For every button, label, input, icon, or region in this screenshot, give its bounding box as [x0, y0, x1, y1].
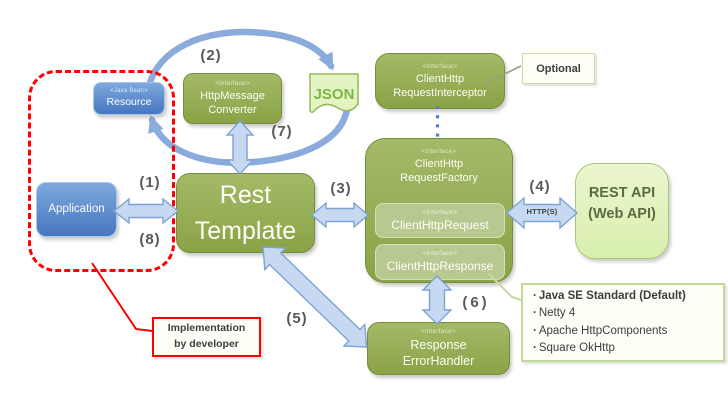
rest-api-node: REST API (Web API) — [575, 163, 669, 259]
factory-line2: RequestFactory — [400, 172, 478, 185]
step-label-3: (3) — [330, 180, 352, 197]
step-label-6: (6) — [462, 294, 490, 311]
bullet-icon: · — [533, 324, 537, 337]
developer-note-line2: by developer — [174, 338, 239, 350]
bullet-icon: · — [533, 341, 537, 354]
implementation-item: ·Apache HttpComponents — [533, 324, 668, 337]
implementation-item: ·Java SE Standard (Default) — [533, 290, 686, 302]
response-error-handler-node: <interface> Response ErrorHandler — [367, 322, 510, 375]
converter-line1: HttpMessage — [200, 90, 265, 103]
client-http-response-node: <interface> ClientHttpResponse — [375, 244, 505, 280]
rest-template-line2: Template — [194, 217, 297, 245]
implementation-item: ·Square OkHttp — [533, 341, 615, 354]
step-label-4: (4) — [529, 178, 551, 195]
client-http-request-factory-node: <interface> ClientHttp RequestFactory <i… — [365, 138, 513, 283]
json-label: JSON — [314, 86, 355, 103]
https-label: HTTP(S) — [526, 207, 558, 216]
arrow-converter-resttemplate — [225, 119, 255, 176]
converter-line2: Converter — [208, 104, 257, 117]
rest-api-line1: REST API — [588, 184, 656, 201]
resource-stereotype: <Java Bean> — [110, 88, 148, 95]
factory-line1: ClientHttp — [414, 157, 464, 170]
interceptor-line1: ClientHttp — [415, 72, 465, 85]
interceptor-line2: RequestInterceptor — [393, 86, 487, 99]
developer-note-connector-line — [91, 262, 153, 332]
client-request-stereotype: <interface> — [422, 208, 458, 216]
http-message-converter-node: <interface> HttpMessage Converter — [183, 73, 282, 124]
arrow-resttemplate-errorhandler — [262, 246, 368, 348]
client-http-request-interceptor-node: <interface> ClientHttp RequestIntercepto… — [375, 53, 505, 109]
converter-stereotype: <interface> — [215, 80, 250, 88]
developer-note-box: Implementation by developer — [152, 317, 261, 357]
optional-callout: Optional — [522, 53, 595, 84]
implementation-item: ·Netty 4 — [533, 307, 576, 320]
developer-note-line1: Implementation — [167, 322, 246, 335]
factory-stereotype: <interface> — [421, 148, 457, 155]
error-handler-line2: ErrorHandler — [402, 354, 475, 369]
optional-label: Optional — [536, 62, 581, 75]
rest-api-line2: (Web API) — [588, 206, 656, 222]
step-label-8: (8) — [139, 231, 161, 248]
resource-label: Resource — [106, 96, 152, 109]
error-handler-line1: Response — [410, 338, 467, 353]
rest-template-line1: Rest — [219, 180, 272, 209]
bullet-icon: · — [533, 307, 537, 320]
factory-implementations-list: ·Java SE Standard (Default) ·Netty 4 ·Ap… — [521, 283, 725, 362]
step-label-2: (2) — [200, 47, 222, 64]
resource-node: <Java Bean> Resource — [93, 82, 165, 115]
step-label-7: (7) — [271, 123, 293, 140]
application-node: Application — [36, 182, 117, 237]
client-request-label: ClientHttpRequest — [391, 217, 489, 232]
client-response-label: ClientHttpResponse — [386, 259, 494, 274]
error-handler-stereotype: <interface> — [421, 328, 456, 336]
application-label: Application — [48, 203, 105, 216]
arrow-response-errorhandler — [421, 275, 453, 325]
client-http-request-node: <interface> ClientHttpRequest — [375, 203, 505, 238]
client-response-stereotype: <interface> — [422, 250, 458, 258]
step-label-1: (1) — [139, 174, 161, 191]
bullet-icon: · — [533, 290, 537, 302]
arrow-resttemplate-factory — [310, 201, 370, 229]
json-note-shape — [309, 73, 359, 114]
step-label-5: (5) — [286, 310, 308, 327]
interceptor-stereotype: <interface> — [422, 62, 458, 70]
rest-template-node: Rest Template — [176, 173, 315, 253]
